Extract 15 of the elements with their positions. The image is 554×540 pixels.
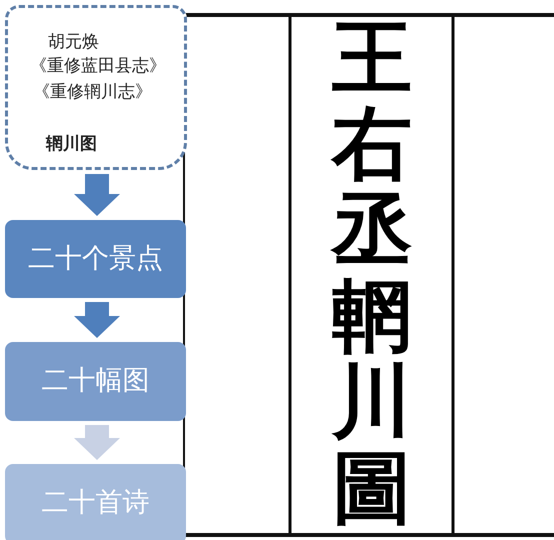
box-label: 二十首诗: [40, 486, 150, 520]
box-label: 二十个景点: [27, 242, 164, 276]
process-box: [5, 220, 186, 298]
process-box: [5, 464, 186, 540]
box-label: 二十幅图: [40, 364, 150, 398]
note-text: 《重修辋川志》: [33, 81, 152, 103]
heading-text: 辋川图: [46, 133, 97, 155]
note-text: 《重修蓝田县志》: [30, 55, 166, 77]
process-box: [5, 342, 186, 421]
arrow: [74, 302, 120, 338]
note-text: 胡元焕: [48, 31, 99, 53]
note-box: [5, 5, 187, 170]
arrow: [74, 174, 120, 216]
vertical-title: 王右丞輞川圖: [329, 14, 413, 530]
arrow: [74, 425, 120, 460]
